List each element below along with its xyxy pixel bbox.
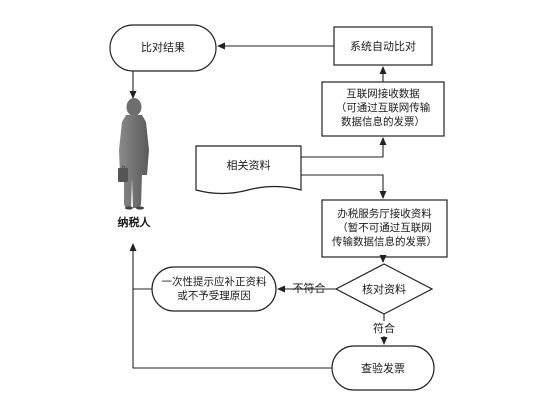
taxpayer-label: 纳税人 bbox=[117, 216, 151, 229]
edge-materials-to-internet bbox=[301, 137, 387, 158]
edge-inspect-to-taxpayer bbox=[129, 243, 332, 369]
notify-once-line-2: 或不予受理原因 bbox=[177, 290, 251, 302]
internet-receive-line-3: 数据信息的发票） bbox=[341, 116, 425, 128]
internet-receive-label: 互联网接收数据 （可通过互联网传输 数据信息的发票） bbox=[322, 87, 444, 129]
related-materials-node bbox=[195, 145, 302, 195]
hall-receive-label: 办税服务厅接收资料 （暂不可通过互联网 传输数据信息的发票） bbox=[322, 207, 447, 249]
not-match-edge-label: 不符合 bbox=[292, 282, 326, 295]
related-materials-label: 相关资料 bbox=[226, 159, 271, 172]
internet-receive-line-1: 互联网接收数据 bbox=[346, 88, 420, 100]
inspect-invoice-label: 查验发票 bbox=[361, 362, 405, 375]
system-compare-label: 系统自动比对 bbox=[350, 40, 416, 53]
hall-receive-line-3: 传输数据信息的发票） bbox=[332, 236, 437, 248]
edge-materials-to-hall bbox=[301, 174, 387, 199]
hall-receive-line-2: （暂不可通过互联网 bbox=[337, 222, 432, 234]
verify-materials-label: 核对资料 bbox=[362, 283, 406, 296]
taxpayer-person-icon bbox=[118, 98, 149, 210]
compare-result-label: 比对结果 bbox=[141, 41, 185, 54]
match-edge-label: 符合 bbox=[360, 321, 408, 336]
system-compare-node bbox=[333, 26, 433, 66]
notify-once-line-1: 一次性提示应补正资料 bbox=[161, 276, 267, 288]
notify-once-label: 一次性提示应补正资料 或不予受理原因 bbox=[152, 275, 276, 303]
hall-receive-node bbox=[321, 199, 448, 258]
hall-receive-line-1: 办税服务厅接收资料 bbox=[337, 208, 432, 220]
internet-receive-line-2: （可通过互联网传输 bbox=[335, 102, 431, 114]
compare-result-node bbox=[109, 24, 217, 72]
